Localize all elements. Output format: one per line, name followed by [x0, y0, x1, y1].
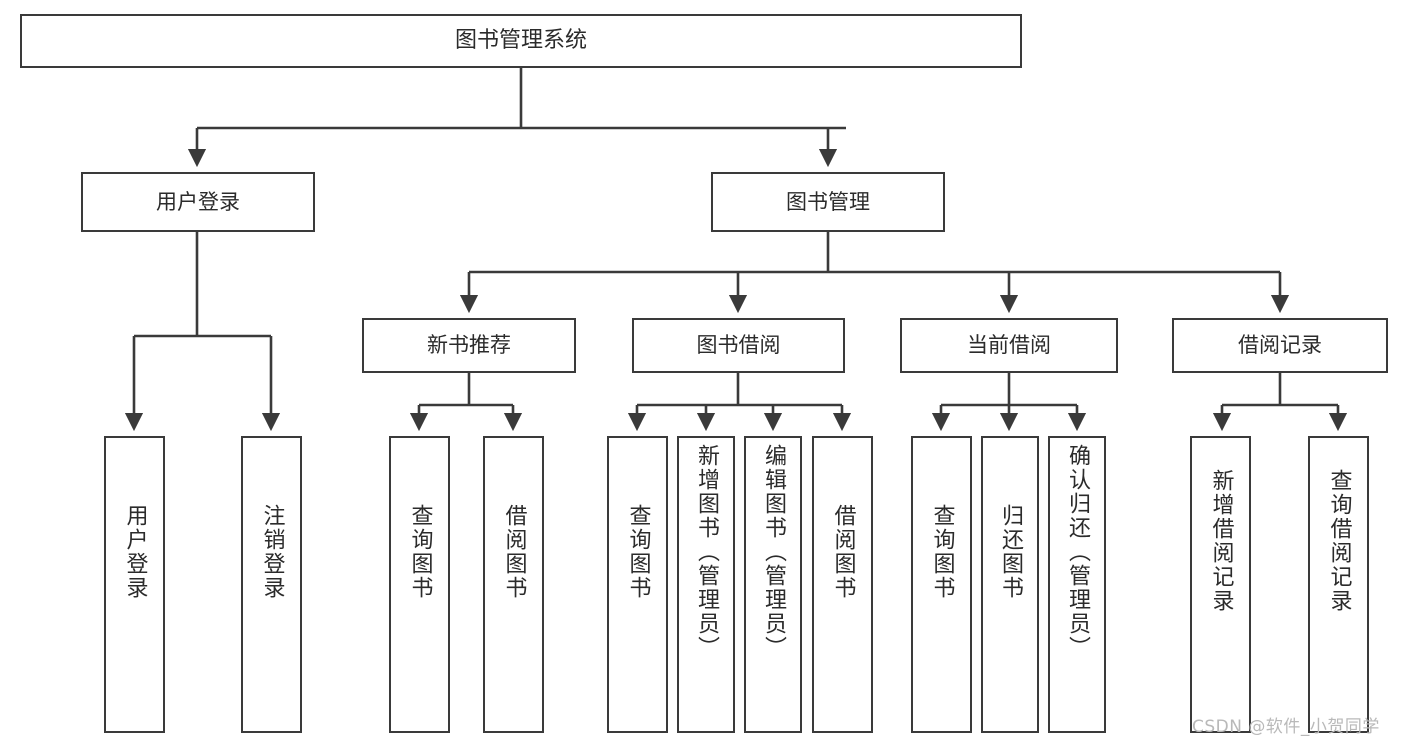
- node-label: 新书推荐: [427, 333, 511, 358]
- node-label: 新增借阅记录: [1208, 469, 1234, 613]
- node-new-book-recommend[interactable]: 新书推荐: [362, 318, 576, 373]
- node-leaf-user-login[interactable]: 用户登录: [104, 436, 165, 733]
- node-label: 注销登录: [259, 504, 285, 600]
- node-current-borrow[interactable]: 当前借阅: [900, 318, 1118, 373]
- node-root[interactable]: 图书管理系统: [20, 14, 1022, 68]
- node-label: 当前借阅: [967, 333, 1051, 358]
- node-book-manage[interactable]: 图书管理: [711, 172, 945, 232]
- node-label: 图书借阅: [696, 333, 781, 358]
- node-leaf-query-book-2[interactable]: 查询图书: [607, 436, 668, 733]
- node-user-login[interactable]: 用户登录: [81, 172, 315, 232]
- node-label: 新增图书（管理员）: [694, 444, 719, 660]
- node-leaf-query-record[interactable]: 查询借阅记录: [1308, 436, 1369, 733]
- node-label: 查询借阅记录: [1326, 469, 1352, 613]
- node-leaf-add-book[interactable]: 新增图书（管理员）: [677, 436, 735, 733]
- node-label: 查询图书: [929, 504, 955, 600]
- node-book-borrow[interactable]: 图书借阅: [632, 318, 845, 373]
- node-label: 图书管理: [786, 189, 870, 214]
- node-leaf-borrow-book-2[interactable]: 借阅图书: [812, 436, 873, 733]
- node-label: 查询图书: [625, 504, 651, 600]
- node-leaf-add-record[interactable]: 新增借阅记录: [1190, 436, 1251, 733]
- node-label: 借阅图书: [501, 504, 527, 600]
- node-label: 归还图书: [998, 504, 1023, 600]
- node-label: 查询图书: [407, 504, 433, 600]
- node-label: 借阅图书: [830, 504, 856, 600]
- node-label: 确认归还（管理员）: [1065, 444, 1090, 660]
- node-label: 编辑图书（管理员）: [761, 444, 786, 660]
- node-borrow-record[interactable]: 借阅记录: [1172, 318, 1388, 373]
- node-label: 用户登录: [156, 189, 240, 214]
- node-leaf-return-book[interactable]: 归还图书: [981, 436, 1039, 733]
- node-label: 用户登录: [122, 504, 148, 600]
- node-label: 借阅记录: [1238, 333, 1322, 358]
- node-leaf-query-book-3[interactable]: 查询图书: [911, 436, 972, 733]
- node-leaf-confirm-return[interactable]: 确认归还（管理员）: [1048, 436, 1106, 733]
- node-leaf-query-book-1[interactable]: 查询图书: [389, 436, 450, 733]
- node-leaf-logout[interactable]: 注销登录: [241, 436, 302, 733]
- node-label: 图书管理系统: [454, 28, 587, 54]
- node-leaf-borrow-book-1[interactable]: 借阅图书: [483, 436, 544, 733]
- node-leaf-edit-book[interactable]: 编辑图书（管理员）: [744, 436, 802, 733]
- csdn-watermark: CSDN @软件_小贺同学: [1192, 717, 1380, 737]
